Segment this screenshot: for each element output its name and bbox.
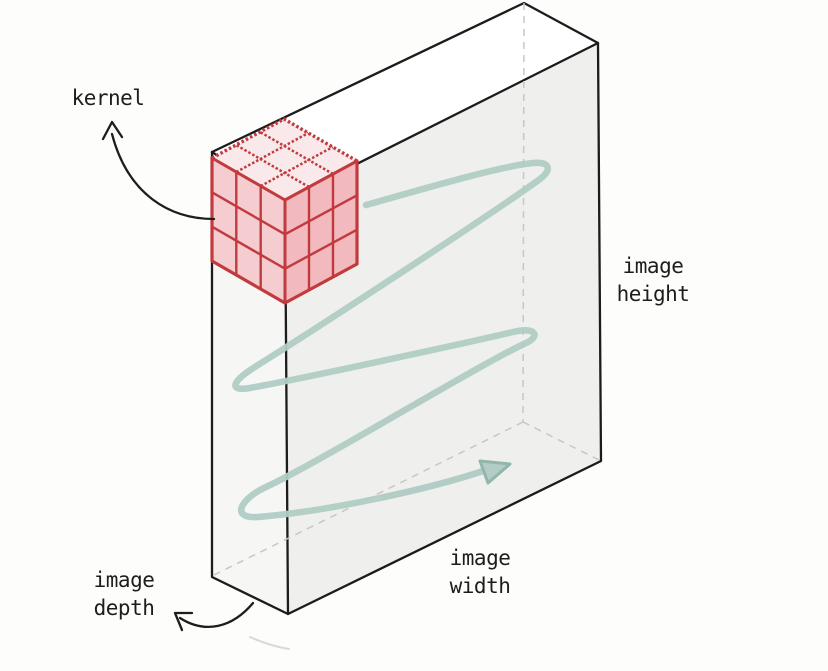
- box-front-face: [285, 43, 601, 614]
- image-depth-arrow: [173, 601, 255, 632]
- kernel-right-face: [285, 161, 357, 303]
- kernel-left-grid: [210, 170, 287, 291]
- annotation-arrows: [101, 120, 255, 632]
- image-height-label: image height: [616, 254, 690, 306]
- image-depth-label: image depth: [93, 568, 155, 620]
- scan-coil: [232, 159, 551, 521]
- image-width-label: image width: [449, 546, 511, 598]
- kernel-inner-edges: [210, 156, 359, 305]
- hidden-bottom-right-edge: [522, 421, 602, 462]
- kernel-outline-upper: [211, 117, 358, 163]
- kernel-right-grid: [283, 172, 359, 292]
- kernel-label: kernel: [71, 86, 145, 110]
- kernel-arrow: [101, 120, 216, 221]
- image-volume-box: [210, 1, 603, 616]
- kernel-arrowhead-icon: [101, 120, 124, 141]
- kernel-top-grid: [235, 130, 334, 189]
- hidden-back-right-edge: [522, 2, 525, 423]
- kernel-outline-lower: [210, 156, 359, 305]
- depth-arrowhead-icon: [173, 611, 194, 632]
- kernel-scan-path: [232, 159, 551, 521]
- kernel-arrow-curve: [110, 132, 216, 221]
- kernel-cube: [210, 117, 359, 305]
- depth-arrow-curve: [178, 601, 255, 628]
- scan-arrowhead-icon: [478, 459, 512, 485]
- kernel-left-face: [212, 158, 285, 303]
- pencil-smudge: [249, 636, 290, 650]
- kernel-edges: [210, 117, 359, 305]
